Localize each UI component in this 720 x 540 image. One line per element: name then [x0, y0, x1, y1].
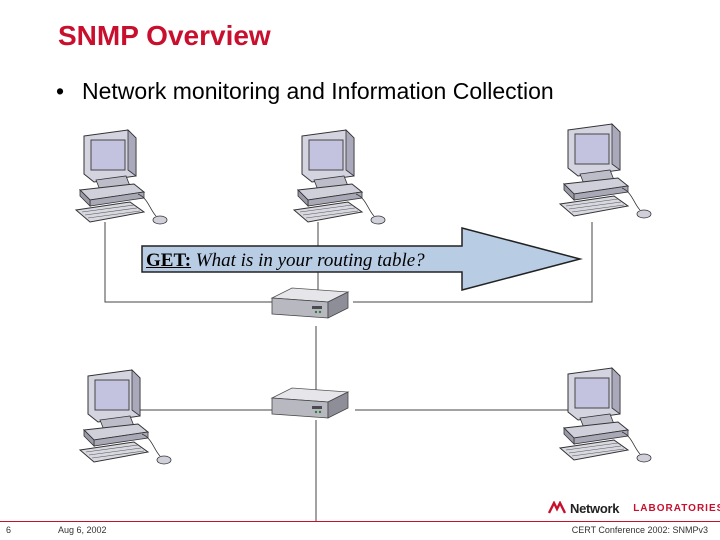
router-icon	[271, 387, 349, 419]
bullet-dot: •	[56, 78, 65, 104]
bullet-text: Network monitoring and Information Colle…	[82, 78, 554, 104]
workstation-icon	[293, 129, 386, 225]
arrow-command: GET:	[146, 250, 192, 271]
link-top-left-to-router	[104, 222, 283, 303]
workstation-icon	[75, 129, 168, 225]
workstation-icon	[79, 369, 172, 465]
network-links	[104, 222, 593, 522]
logo-network-text: Network	[570, 500, 620, 516]
footer-divider	[0, 521, 720, 522]
logo-mark-icon	[548, 501, 566, 514]
get-request-arrow	[141, 227, 583, 291]
router-icon	[271, 287, 349, 319]
logo-laboratories-text: LABORATORIES	[633, 502, 720, 514]
footer-conference: CERT Conference 2002: SNMPv3	[571, 525, 708, 535]
slide-title: SNMP Overview	[58, 20, 271, 51]
bullet-item: • Network monitoring and Information Coll…	[56, 78, 554, 105]
footer-date: Aug 6, 2002	[58, 525, 107, 535]
link-top-right-to-router	[353, 222, 593, 303]
arrow-label: GET: What is in your routing table?	[146, 250, 425, 272]
workstation-icon	[559, 367, 652, 463]
network-associates-logo: Network LABORATORIES	[548, 498, 720, 518]
workstation-icon	[559, 123, 652, 219]
page-number: 6	[6, 525, 12, 535]
arrow-question: What is in your routing table?	[195, 250, 425, 271]
